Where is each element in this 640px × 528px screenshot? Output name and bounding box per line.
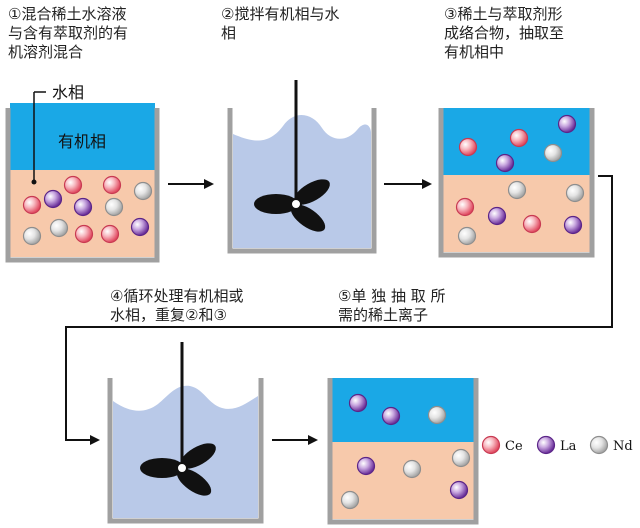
nd-ion [340, 490, 360, 510]
beaker-wall [107, 378, 264, 524]
la-ion [557, 114, 577, 134]
la-ion [73, 197, 93, 217]
ce-ion [102, 175, 122, 195]
mixed-liquid [113, 385, 258, 518]
beaker-wall [5, 108, 160, 263]
la-ion [43, 189, 63, 209]
nd-ion [543, 143, 563, 163]
legend-label-la: La [560, 439, 577, 454]
nd-ion [133, 181, 153, 201]
la-ion [356, 456, 376, 476]
nd-ion [565, 183, 585, 203]
beaker-wall [327, 378, 479, 525]
ce-ion [455, 197, 475, 217]
legend: Ce La Nd [481, 435, 633, 455]
la-legend-icon [536, 435, 556, 455]
ce-ion [100, 224, 120, 244]
ce-ion [63, 175, 83, 195]
la-ion [449, 480, 469, 500]
ce-ion [509, 128, 529, 148]
la-ion [348, 393, 368, 413]
ce-ion [74, 224, 94, 244]
nd-ion [49, 218, 69, 238]
ce-ion [522, 214, 542, 234]
la-ion [563, 215, 583, 235]
water-phase-label: 水相 [52, 83, 84, 102]
nd-ion [104, 197, 124, 217]
step-1-caption: ①混合稀土水溶液 与含有萃取剂的有 机溶剂混合 [8, 5, 129, 61]
ce-ion [458, 137, 478, 157]
ce-ion [22, 195, 42, 215]
legend-label-nd: Nd [613, 439, 633, 454]
nd-ion [507, 180, 527, 200]
beaker-4 [107, 342, 264, 524]
nd-ion [451, 448, 471, 468]
beaker-1: 水相 有机相 [5, 83, 160, 263]
mixed-liquid [233, 114, 371, 248]
la-ion [495, 153, 515, 173]
step-4-caption: ④循环处理有机相或 水相，重复②和③ [110, 287, 244, 324]
water-pointer-dot [31, 179, 37, 185]
la-ion [381, 406, 401, 426]
legend-label-ce: Ce [505, 439, 523, 454]
nd-ion [22, 226, 42, 246]
nd-ion [457, 226, 477, 246]
beaker-wall [227, 108, 377, 254]
nd-legend-icon [589, 435, 609, 455]
step-3-caption: ③稀土与萃取剂形 成络合物，抽取至 有机相中 [444, 5, 565, 61]
step-5-caption: ⑤单 独 抽 取 所 需的稀土离子 [338, 287, 446, 324]
beaker-wall [438, 108, 595, 258]
la-ion [487, 206, 507, 226]
step-2-caption: ②搅拌有机相与水 相 [221, 5, 340, 42]
beaker-3 [438, 108, 595, 258]
beaker-2 [227, 80, 377, 254]
nd-ion [427, 405, 447, 425]
beaker-5 [327, 378, 479, 525]
loop-connector-arrow [65, 175, 613, 445]
la-ion [130, 217, 150, 237]
nd-ion [402, 459, 422, 479]
ce-legend-icon [481, 435, 501, 455]
organic-phase-label: 有机相 [58, 132, 106, 151]
